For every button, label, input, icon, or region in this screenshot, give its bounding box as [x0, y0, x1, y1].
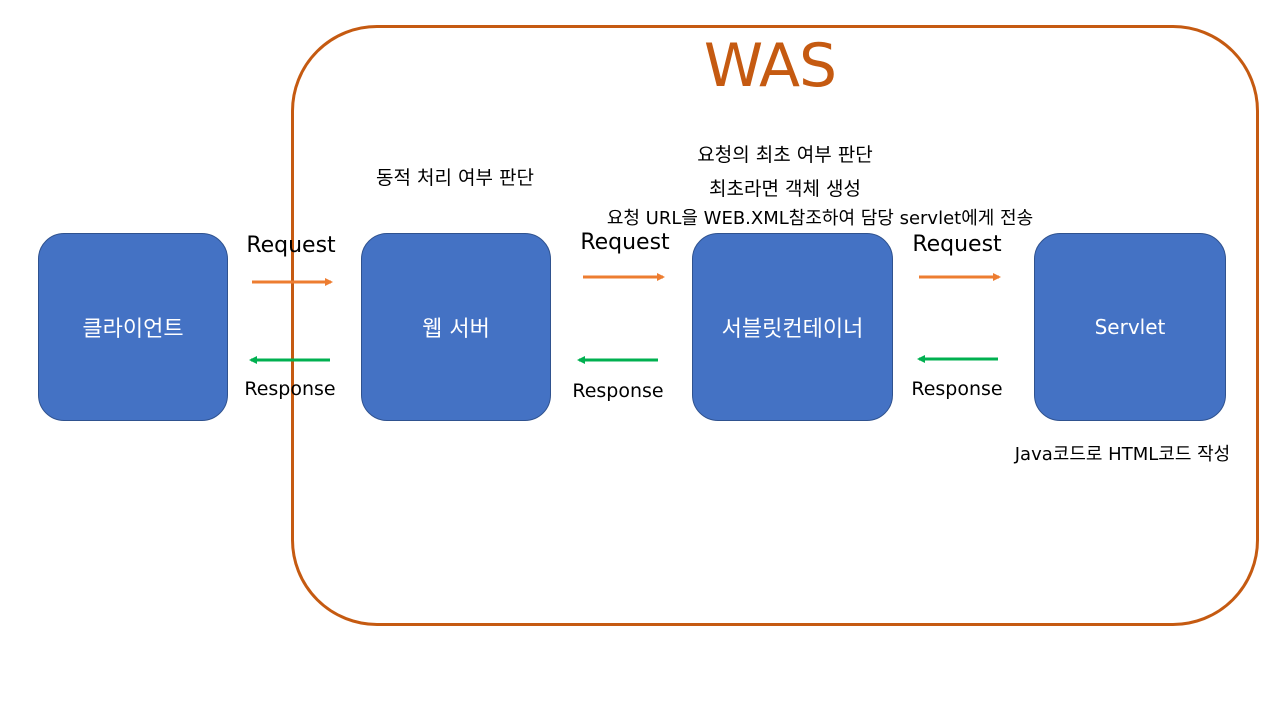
servlet-note: Java코드로 HTML코드 작성	[1014, 444, 1231, 465]
request-label-2: Request	[580, 230, 670, 255]
servlet-container-node[interactable]: 서블릿컨테이너	[692, 233, 893, 421]
request-label-1: Request	[246, 233, 336, 258]
container-note-line1: 요청의 최초 여부 판단	[697, 144, 873, 166]
container-note-line3: 요청 URL을 WEB.XML참조하여 담당 servlet에게 전송	[606, 208, 1034, 229]
servlet-container-label: 서블릿컨테이너	[721, 317, 864, 342]
response-label-2: Response	[572, 380, 664, 402]
request-label-3: Request	[912, 232, 1002, 257]
web-server-label: 웹 서버	[422, 317, 490, 342]
web-server-node[interactable]: 웹 서버	[361, 233, 551, 421]
was-title: WAS	[703, 31, 837, 101]
container-note-line2: 최초라면 객체 생성	[709, 178, 861, 200]
web-server-note: 동적 처리 여부 판단	[376, 167, 534, 189]
was-boundary	[291, 25, 1259, 626]
client-label: 클라이언트	[82, 317, 184, 342]
response-label-3: Response	[911, 378, 1003, 400]
response-label-1: Response	[244, 378, 336, 400]
client-node[interactable]: 클라이언트	[38, 233, 228, 421]
servlet-node[interactable]: Servlet	[1034, 233, 1226, 421]
servlet-label: Servlet	[1094, 315, 1166, 339]
